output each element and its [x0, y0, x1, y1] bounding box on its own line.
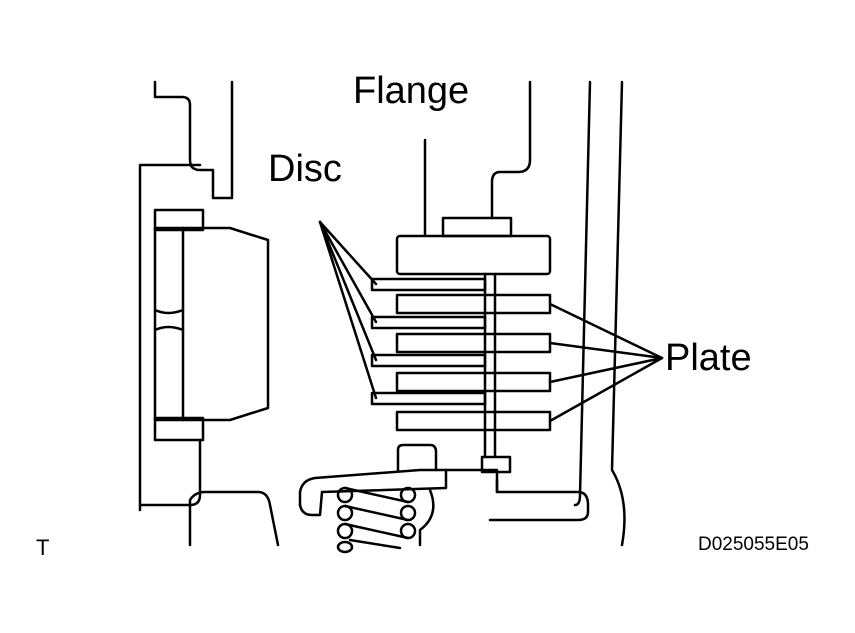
left-bearing-block: [153, 208, 270, 442]
return-spring: [336, 486, 417, 554]
center-shaft: [483, 272, 497, 457]
plate-leaders: [548, 302, 664, 423]
corner-mark: T: [36, 535, 50, 560]
disc-label: Disc: [268, 148, 342, 190]
plate-parts: [395, 293, 552, 432]
disc-leaders: [318, 220, 378, 400]
figure-code: D025055E05: [698, 534, 809, 555]
flange-part: [395, 216, 552, 276]
right-housing: [488, 80, 626, 547]
left-housing: [138, 80, 280, 547]
plate-label: Plate: [665, 337, 752, 379]
flange-label: Flange: [353, 70, 470, 112]
disc-parts: [370, 277, 487, 406]
piston-assembly: [298, 443, 512, 547]
